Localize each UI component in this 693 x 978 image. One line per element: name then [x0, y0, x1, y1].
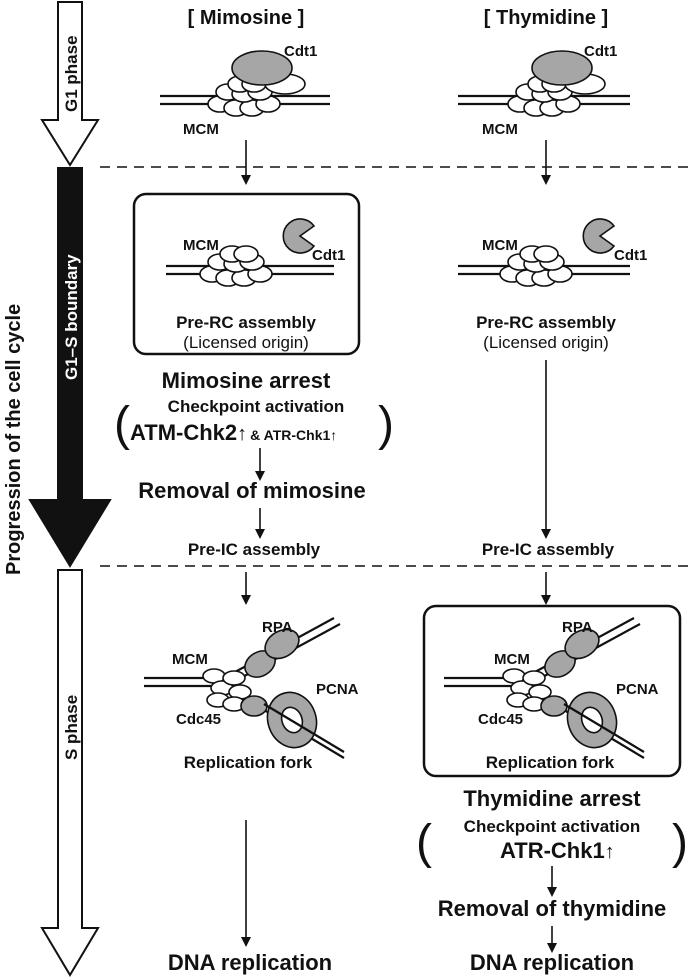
mimosine-fork-graphic [142, 616, 346, 760]
mimosine-prerc-cdt1-label: Cdt1 [312, 247, 345, 264]
mimosine-fork-pcna-label: PCNA [316, 681, 359, 698]
thymidine-prerc-sub: (Licensed origin) [483, 333, 609, 352]
mimosine-checkpoint-label: Checkpoint activation [168, 397, 345, 416]
mimosine-fork-label: Replication fork [184, 753, 313, 772]
thymidine-arrest-title: Thymidine arrest [463, 786, 641, 811]
mimosine-atm-label: ATM-Chk2 [130, 420, 237, 445]
thymidine-fork-label: Replication fork [486, 753, 615, 772]
mimosine-header: [ Mimosine ] [188, 7, 305, 29]
thymidine-preic-label: Pre-IC assembly [482, 540, 615, 559]
g1-phase-arrow [40, 1, 100, 167]
thymidine-fork-box [422, 604, 682, 778]
thymidine-fork-mcm-label: MCM [494, 651, 530, 668]
thymidine-paren-close: ) [672, 816, 688, 869]
mimosine-arrest-title: Mimosine arrest [162, 368, 331, 393]
thymidine-atr-arrow: ↑ [605, 841, 615, 863]
mimosine-fork-rpa-label: RPA [262, 619, 293, 636]
mimosine-dna-label: DNA replication [168, 950, 332, 975]
thymidine-prerc-complex [458, 218, 630, 287]
thymidine-atr-label: ATR-Chk1 [500, 838, 605, 863]
mimosine-fork-cdc45-label: Cdc45 [176, 711, 221, 728]
s-phase-label: S phase [62, 695, 81, 760]
thymidine-prerc-mcm-label: MCM [482, 237, 518, 254]
mimosine-atm-arrow: ↑ [237, 423, 247, 445]
mimosine-prerc-complex [166, 218, 334, 287]
thymidine-fork-pcna-label: PCNA [616, 681, 659, 698]
thymidine-prerc-cdt1-label: Cdt1 [614, 247, 647, 264]
mimosine-g1-complex [160, 50, 330, 117]
mimosine-amp-label: & ATR-Chk1 [250, 427, 330, 443]
mimosine-paren-close: ) [378, 398, 394, 451]
thymidine-g1-cdt1-label: Cdt1 [584, 43, 617, 60]
thymidine-header: [ Thymidine ] [484, 7, 608, 29]
mimosine-prerc-mcm-label: MCM [183, 237, 219, 254]
g1-phase-label: G1 phase [62, 35, 81, 112]
g1s-boundary-label: G1–S boundary [62, 254, 81, 380]
thymidine-fork-rpa-label: RPA [562, 619, 593, 636]
mimosine-fork-mcm-label: MCM [172, 651, 208, 668]
mimosine-prerc-title: Pre-RC assembly [176, 313, 316, 332]
mimosine-preic-label: Pre-IC assembly [188, 540, 321, 559]
thymidine-prerc-title: Pre-RC assembly [476, 313, 616, 332]
progression-label: Progression of the cell cycle [3, 304, 25, 575]
thymidine-removal-label: Removal of thymidine [438, 896, 667, 921]
s-phase-arrow [40, 569, 100, 977]
mimosine-atr-arrow: ↑ [330, 427, 337, 443]
mimosine-paren-open: ( [114, 398, 130, 451]
thymidine-atr-line: ATR-Chk1↑ [500, 838, 615, 863]
thymidine-dna-label: DNA replication [470, 950, 634, 975]
thymidine-paren-open: ( [416, 816, 432, 869]
thymidine-fork-graphic [442, 616, 646, 760]
mimosine-g1-mcm-label: MCM [183, 121, 219, 138]
mimosine-prerc-sub: (Licensed origin) [183, 333, 309, 352]
g1s-boundary-arrow [28, 167, 112, 568]
thymidine-g1-mcm-label: MCM [482, 121, 518, 138]
mimosine-atm-line: ATM-Chk2↑& ATR-Chk1↑ [130, 420, 337, 445]
thymidine-g1-complex [458, 50, 630, 117]
mimosine-removal-label: Removal of mimosine [138, 478, 365, 503]
mimosine-prerc-box [132, 192, 361, 356]
mimosine-g1-cdt1-label: Cdt1 [284, 43, 317, 60]
thymidine-fork-cdc45-label: Cdc45 [478, 711, 523, 728]
thymidine-checkpoint-label: Checkpoint activation [464, 817, 641, 836]
